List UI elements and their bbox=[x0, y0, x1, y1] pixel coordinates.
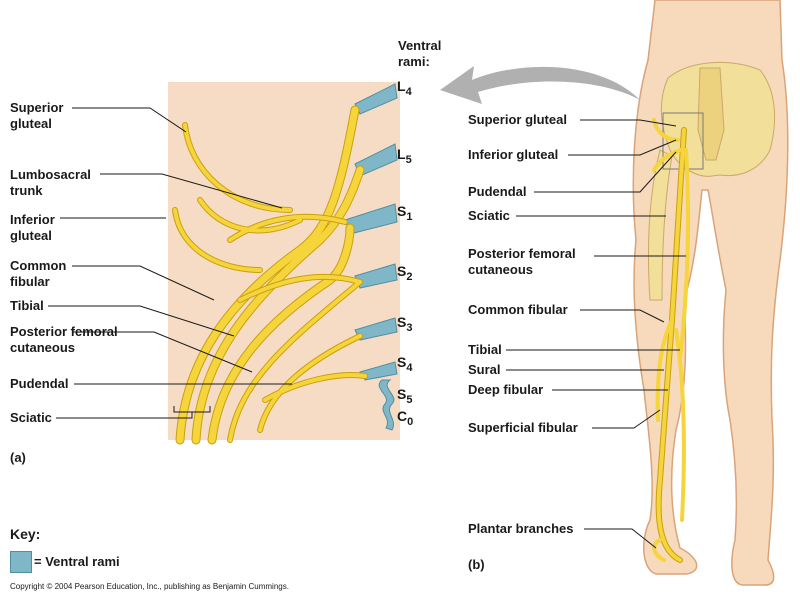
root-label-s2: S2 bbox=[397, 263, 413, 283]
magnify-arrow bbox=[440, 66, 640, 104]
key-title: Key: bbox=[10, 526, 41, 542]
ventral-rami-swatch bbox=[10, 551, 32, 573]
label-b-deep-fibular: Deep fibular bbox=[468, 382, 544, 397]
label-a-common-fibular: Common fibular bbox=[10, 258, 67, 289]
label-b-sural: Sural bbox=[468, 362, 501, 377]
root-label-l5: L5 bbox=[397, 146, 412, 166]
panel-b-tag: (b) bbox=[468, 557, 485, 572]
label-a-tibial: Tibial bbox=[10, 298, 44, 313]
sacral-plexus-nerves bbox=[172, 105, 368, 445]
panel-a-leader-lines bbox=[48, 107, 292, 419]
label-b-posterior-femoral-cutaneous: Posterior femoral cutaneous bbox=[468, 246, 576, 277]
label-b-superior-gluteal: Superior gluteal bbox=[468, 112, 567, 127]
root-label-s1: S1 bbox=[397, 203, 413, 223]
root-s5-c0 bbox=[378, 379, 395, 431]
label-b-tibial: Tibial bbox=[468, 342, 502, 357]
label-a-inferior-gluteal: Inferior gluteal bbox=[10, 212, 55, 243]
label-b-sciatic: Sciatic bbox=[468, 208, 510, 223]
root-label-l4: L4 bbox=[397, 78, 412, 98]
label-b-plantar-branches: Plantar branches bbox=[468, 521, 574, 536]
label-a-superior-gluteal: Superior gluteal bbox=[10, 100, 64, 131]
copyright-notice: Copyright © 2004 Pearson Education, Inc.… bbox=[10, 582, 289, 591]
root-label-s5: S5 bbox=[397, 386, 413, 406]
ventral-rami-title: Ventral rami: bbox=[398, 38, 442, 69]
key-ventral-rami-text: = Ventral rami bbox=[34, 554, 120, 569]
label-b-inferior-gluteal: Inferior gluteal bbox=[468, 147, 559, 162]
label-b-common-fibular: Common fibular bbox=[468, 302, 568, 317]
posterior-leg-nerves bbox=[652, 118, 690, 563]
label-a-sciatic: Sciatic bbox=[10, 410, 52, 425]
label-b-pudendal: Pudendal bbox=[468, 184, 527, 199]
panel-b-leader-lines bbox=[506, 119, 686, 549]
root-label-c0: C0 bbox=[397, 408, 414, 428]
panel-a-tag: (a) bbox=[10, 450, 26, 465]
posterior-body bbox=[632, 0, 789, 586]
label-a-pudendal: Pudendal bbox=[10, 376, 69, 391]
root-label-s4: S4 bbox=[397, 354, 413, 374]
label-b-superficial-fibular: Superficial fibular bbox=[468, 420, 578, 435]
label-a-lumbosacral-trunk: Lumbosacral trunk bbox=[10, 167, 91, 198]
root-label-s3: S3 bbox=[397, 314, 413, 334]
label-a-posterior-femoral-cutaneous: Posterior femoral cutaneous bbox=[10, 324, 118, 355]
